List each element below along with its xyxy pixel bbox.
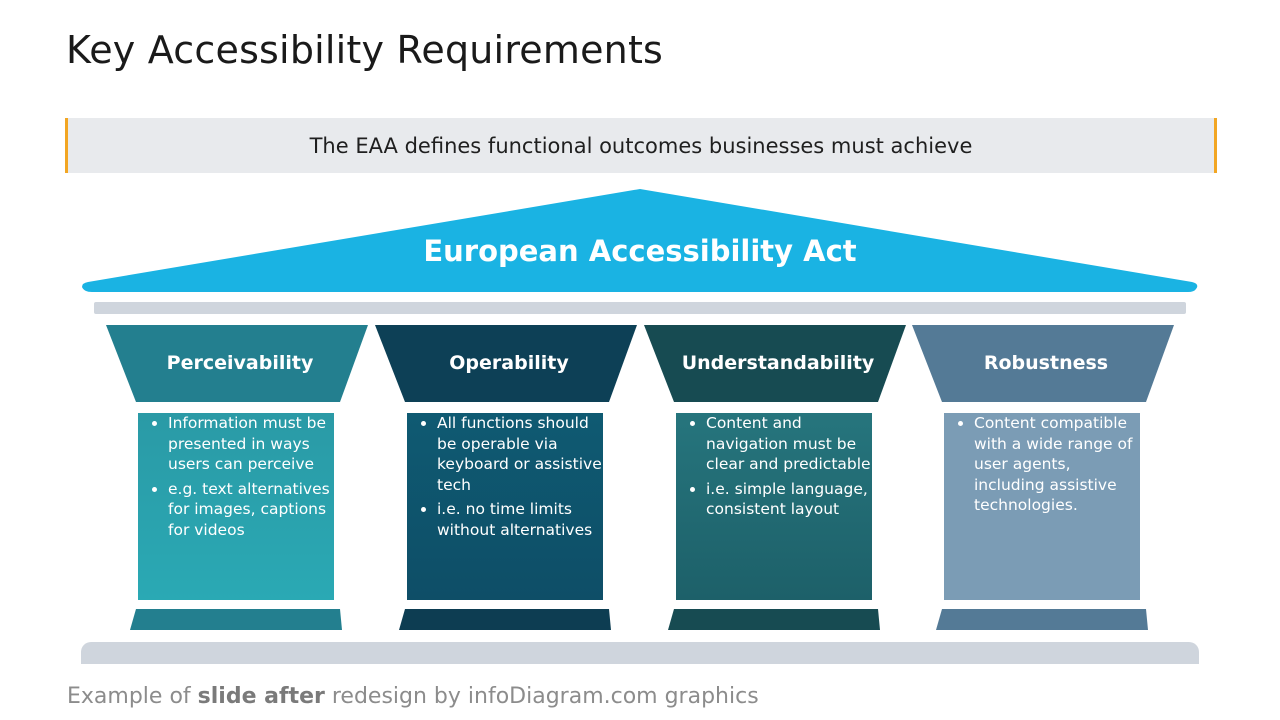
pillar-shape bbox=[644, 325, 906, 630]
pillar-shape bbox=[106, 325, 368, 630]
pillar-foot bbox=[668, 609, 880, 630]
pillar-heading: Operability bbox=[449, 352, 569, 374]
pillar-capital bbox=[912, 325, 1174, 402]
pillar-bullet: i.e. simple language, consistent layout bbox=[706, 479, 872, 520]
subtitle-banner: The EAA defines functional outcomes busi… bbox=[65, 118, 1217, 173]
footer-suffix: redesign by infoDiagram.com graphics bbox=[324, 684, 759, 709]
pillar-foot bbox=[399, 609, 611, 630]
pillar-shape bbox=[375, 325, 637, 630]
pillar-heading: Perceivability bbox=[166, 352, 314, 374]
pillar-description: All functions should be operable via key… bbox=[407, 413, 603, 544]
footer-credit: Example of slide after redesign by infoD… bbox=[67, 684, 759, 709]
pillar-heading: Robustness bbox=[983, 352, 1109, 374]
roof-title: European Accessibility Act bbox=[423, 234, 857, 268]
pillar-bullet: e.g. text alternatives for images, capti… bbox=[168, 479, 334, 541]
roof-beam bbox=[94, 302, 1186, 314]
pillar-operability: OperabilityAll functions should be opera… bbox=[375, 325, 643, 631]
pillar-foot bbox=[130, 609, 342, 630]
pillar-perceivability: PerceivabilityInformation must be presen… bbox=[106, 325, 374, 631]
roof-shape bbox=[82, 189, 1198, 292]
footer-prefix: Example of bbox=[67, 684, 198, 709]
pillar-description: Information must be presented in ways us… bbox=[138, 413, 334, 544]
pillar-capital bbox=[644, 325, 906, 402]
pillar-shaft bbox=[676, 413, 872, 600]
pillar-understandability: UnderstandabilityContent and navigation … bbox=[644, 325, 912, 631]
pillar-bullet: All functions should be operable via key… bbox=[437, 413, 603, 495]
pillar-bullet: Information must be presented in ways us… bbox=[168, 413, 334, 475]
page-title: Key Accessibility Requirements bbox=[66, 28, 664, 72]
pillar-foot bbox=[936, 609, 1148, 630]
pillar-description: Content and navigation must be clear and… bbox=[676, 413, 872, 524]
footer-bold: slide after bbox=[197, 684, 325, 709]
pillar-heading: Understandability bbox=[681, 352, 875, 374]
pillar-capital bbox=[106, 325, 368, 402]
pillar-bullet: Content compatible with a wide range of … bbox=[974, 413, 1140, 516]
foundation-base bbox=[81, 642, 1199, 664]
pillar-robustness: RobustnessContent compatible with a wide… bbox=[912, 325, 1180, 631]
subtitle-text: The EAA defines functional outcomes busi… bbox=[309, 133, 973, 158]
pillar-shape bbox=[912, 325, 1174, 630]
pillar-shaft bbox=[944, 413, 1140, 600]
pillar-shaft bbox=[138, 413, 334, 600]
pillar-bullet: Content and navigation must be clear and… bbox=[706, 413, 872, 475]
pillar-shaft bbox=[407, 413, 603, 600]
pillar-bullet: i.e. no time limits without alternatives bbox=[437, 499, 603, 540]
pillar-capital bbox=[375, 325, 637, 402]
pillar-description: Content compatible with a wide range of … bbox=[944, 413, 1140, 520]
